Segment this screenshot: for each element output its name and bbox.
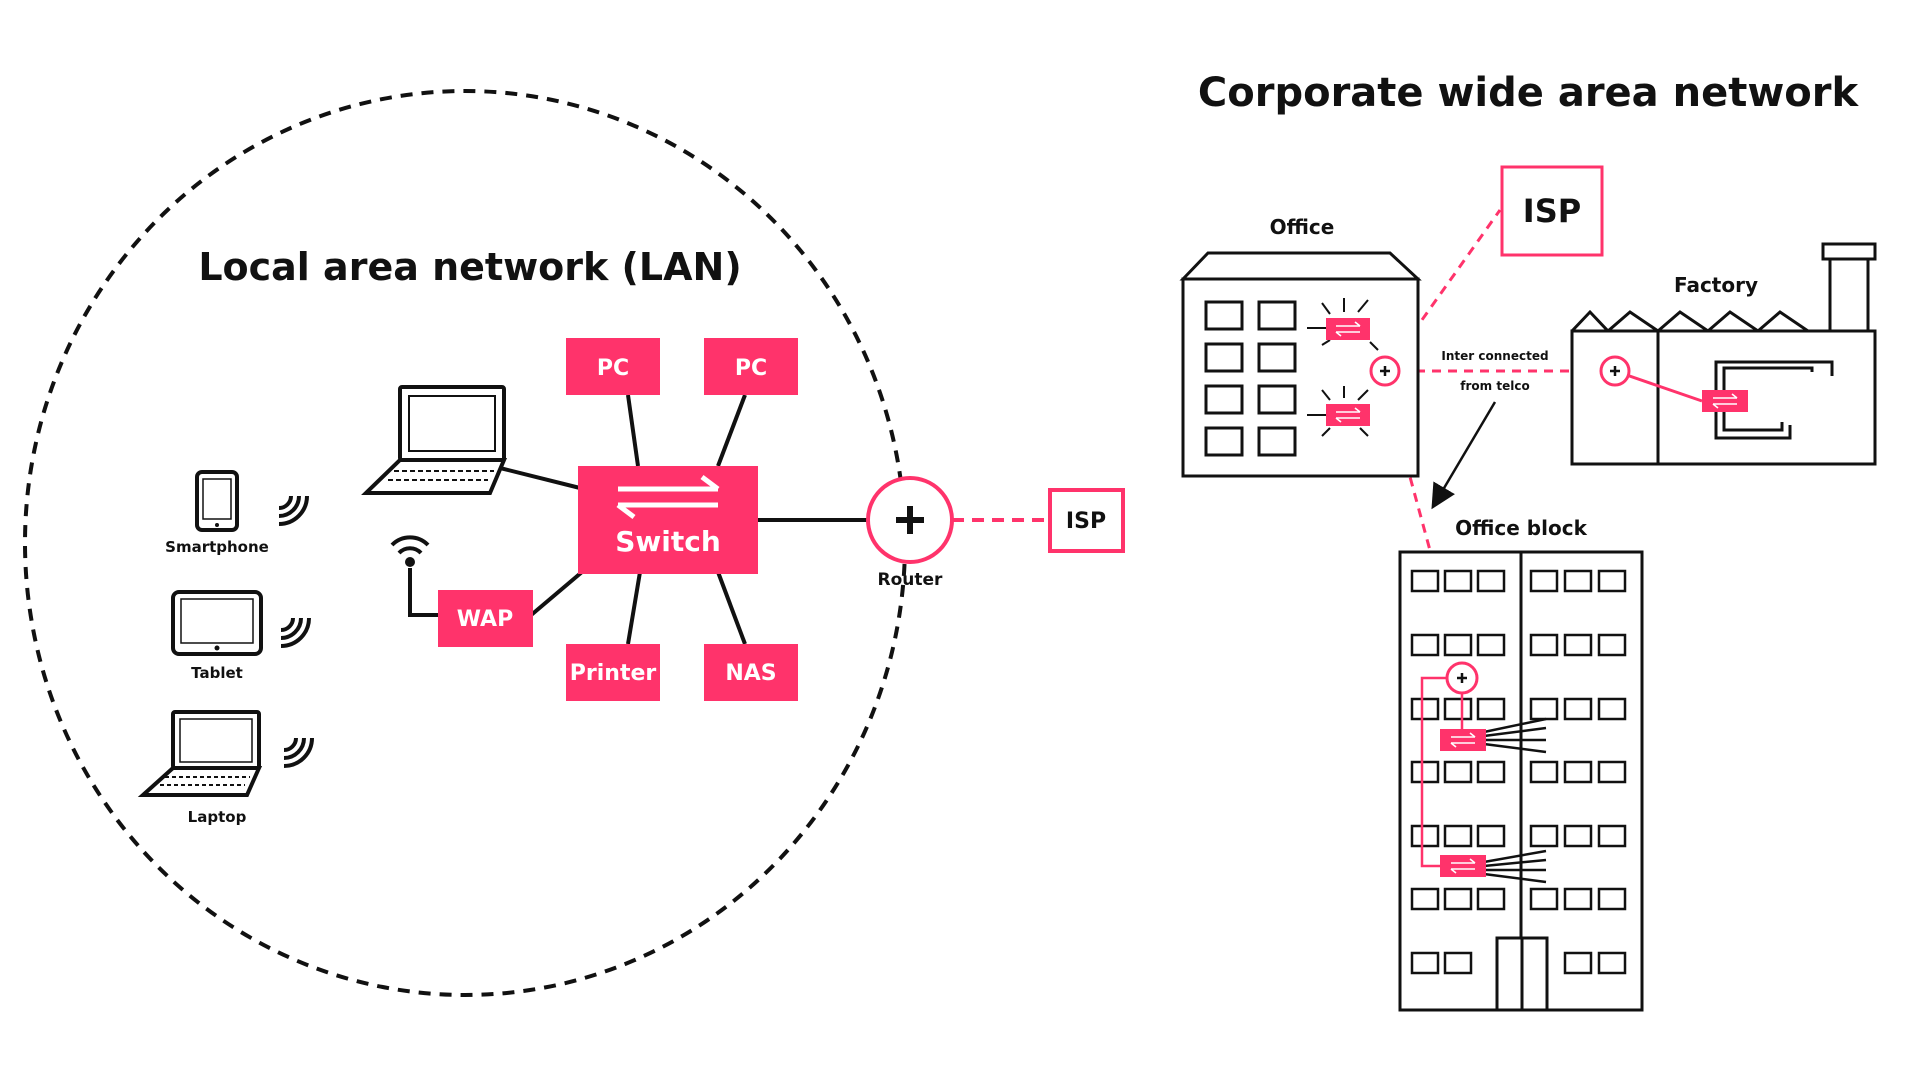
interconnect-arrow (1431, 401, 1497, 510)
factory-switch (1702, 390, 1748, 412)
office-block-router (1445, 661, 1479, 695)
wan-isp-node: ISP (1500, 165, 1604, 257)
tablet-device: Tablet (171, 590, 311, 682)
interconnect-line2: from telco (1460, 379, 1529, 393)
nas-label: NAS (725, 661, 776, 686)
wan-isp-label: ISP (1523, 192, 1581, 230)
pc-node-2: PC (704, 338, 798, 395)
smartphone-device: Smartphone (165, 470, 309, 556)
wireless-signal-icon (282, 736, 314, 768)
interconnect-line1: Inter connected (1441, 349, 1548, 363)
office-router (1369, 355, 1401, 387)
office-block-cables-1 (1483, 717, 1547, 754)
laptop-wired-icon (361, 385, 508, 495)
factory-router (1599, 355, 1631, 387)
pc-label-1: PC (597, 356, 629, 381)
switch-node: Switch (578, 466, 758, 574)
office-building: Office (1179, 215, 1422, 478)
factory-building: Factory (1570, 242, 1877, 466)
router-plus-icon (896, 506, 924, 534)
office-switch-1 (1321, 298, 1379, 351)
office-block-switch-2 (1440, 855, 1486, 877)
pc-node-1: PC (566, 338, 660, 395)
wireless-signal-icon (279, 616, 311, 648)
wan-title: Corporate wide area network (1198, 70, 1860, 116)
wireless-signal-icon (277, 494, 309, 526)
lan-isp-node: ISP (1048, 488, 1125, 553)
laptop-label: Laptop (188, 808, 247, 826)
office-block-switch-1 (1440, 729, 1486, 751)
lan-section: Local area network (LAN) PC PC Switch (23, 89, 1125, 997)
office-block-label: Office block (1455, 516, 1587, 540)
nas-node: NAS (704, 644, 798, 701)
router-label: Router (878, 570, 944, 590)
laptop-device: Laptop (137, 710, 314, 826)
office-windows (1204, 300, 1297, 457)
wap-node: WAP (438, 590, 533, 647)
office-block-building: Office block (1398, 516, 1644, 1012)
office-block-windows (1410, 569, 1627, 975)
lan-links (408, 394, 868, 645)
lan-title: Local area network (LAN) (198, 245, 741, 289)
printer-label: Printer (570, 661, 657, 686)
pc-label-2: PC (735, 356, 767, 381)
smartphone-label: Smartphone (165, 538, 269, 556)
printer-node: Printer (566, 644, 660, 701)
switch-label: Switch (615, 525, 721, 558)
lan-boundary (23, 89, 907, 997)
office-switch-2 (1321, 386, 1370, 437)
tablet-label: Tablet (191, 664, 243, 682)
router-node: Router (866, 476, 954, 590)
wan-section: Corporate wide area network ISP Office (1179, 70, 1877, 1012)
lan-isp-label: ISP (1066, 509, 1106, 534)
office-label: Office (1270, 215, 1335, 239)
factory-label: Factory (1674, 273, 1758, 297)
wap-label: WAP (457, 607, 513, 632)
wifi-icon (390, 535, 430, 567)
office-block-cables-2 (1483, 849, 1547, 884)
